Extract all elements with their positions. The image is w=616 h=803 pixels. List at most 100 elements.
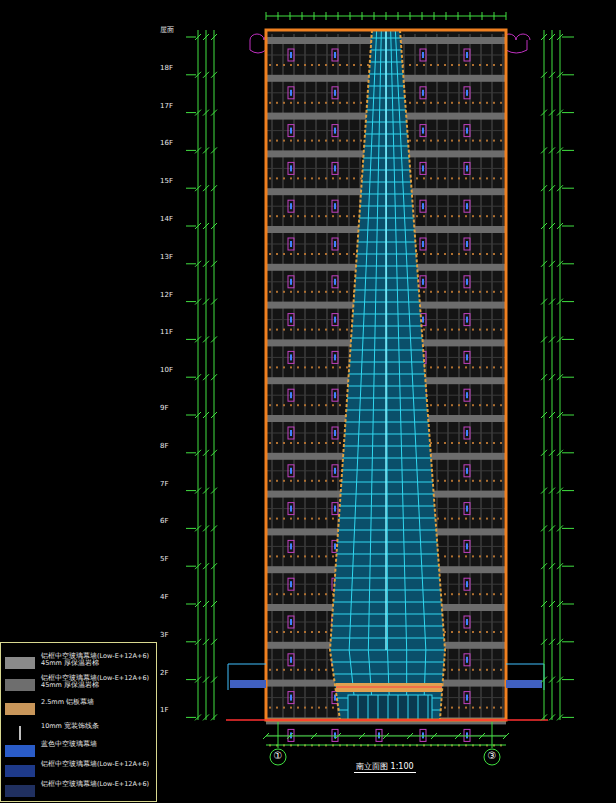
facade-dot bbox=[297, 480, 299, 482]
mullion bbox=[327, 34, 328, 720]
dimension-tick bbox=[211, 261, 217, 267]
facade-dot bbox=[472, 253, 474, 255]
window-marker bbox=[464, 238, 470, 250]
window-marker bbox=[464, 465, 470, 477]
facade-dot bbox=[451, 329, 453, 331]
dimension-tick bbox=[470, 12, 471, 20]
facade-dot bbox=[325, 253, 327, 255]
window-marker bbox=[466, 279, 468, 285]
facade-dot bbox=[325, 64, 327, 66]
facade-dot bbox=[276, 593, 278, 595]
facade-dot bbox=[444, 707, 446, 709]
entrance-mullion bbox=[388, 695, 389, 720]
facade-dot bbox=[269, 518, 271, 520]
facade-dot bbox=[479, 102, 481, 104]
window-marker bbox=[290, 392, 292, 398]
window-marker bbox=[466, 241, 468, 247]
level-mark bbox=[562, 679, 574, 680]
glass-grid bbox=[385, 30, 387, 650]
window-marker bbox=[290, 317, 292, 323]
facade-dot bbox=[318, 631, 320, 633]
facade-dot bbox=[304, 64, 306, 66]
dimension-tick bbox=[326, 12, 327, 20]
facade-dot bbox=[479, 442, 481, 444]
window-marker bbox=[420, 49, 426, 61]
facade-dot bbox=[486, 253, 488, 255]
dimension-tick bbox=[278, 12, 279, 20]
facade-dot bbox=[437, 404, 439, 406]
facade-dot bbox=[416, 140, 418, 142]
facade-dot bbox=[297, 518, 299, 520]
level-mark bbox=[562, 717, 574, 718]
facade-dot bbox=[493, 177, 495, 179]
level-mark bbox=[186, 226, 196, 227]
facade-dot bbox=[269, 442, 271, 444]
facade-dot bbox=[269, 366, 271, 368]
facade-dot bbox=[493, 64, 495, 66]
window-marker bbox=[332, 125, 338, 137]
facade-dot bbox=[311, 64, 313, 66]
window-marker bbox=[464, 125, 470, 137]
window-marker bbox=[288, 692, 294, 704]
facade-dot bbox=[493, 140, 495, 142]
facade-dot bbox=[311, 253, 313, 255]
window-marker bbox=[332, 276, 338, 288]
dimension-tick bbox=[263, 733, 269, 739]
facade-dot bbox=[423, 177, 425, 179]
window-marker bbox=[334, 90, 336, 96]
facade-dot bbox=[465, 291, 467, 293]
dimension-tick bbox=[541, 147, 547, 153]
facade-dot bbox=[465, 215, 467, 217]
facade-dot bbox=[332, 480, 334, 482]
facade-dot bbox=[465, 102, 467, 104]
level-label: 18F bbox=[160, 65, 173, 73]
legend-row: 2.5mm 铝板幕墙 bbox=[5, 699, 155, 721]
window-marker bbox=[464, 200, 470, 212]
facade-dot bbox=[325, 177, 327, 179]
facade-dot bbox=[290, 64, 292, 66]
window-marker bbox=[420, 162, 426, 174]
facade-dot bbox=[472, 707, 474, 709]
mullion bbox=[305, 34, 306, 720]
dimension-tick bbox=[541, 374, 547, 380]
window-marker bbox=[466, 543, 468, 549]
facade-dot bbox=[416, 64, 418, 66]
facade-dot bbox=[290, 404, 292, 406]
dimension-tick bbox=[549, 261, 555, 267]
podium bbox=[228, 664, 266, 690]
dimension-tick bbox=[359, 733, 365, 739]
level-mark bbox=[186, 679, 196, 680]
facade-dot bbox=[304, 366, 306, 368]
facade-dot bbox=[493, 480, 495, 482]
window-marker bbox=[422, 732, 424, 738]
window-marker bbox=[288, 49, 294, 61]
dimension-line bbox=[560, 30, 561, 720]
legend-row: 蓝色中空玻璃幕墙 bbox=[5, 741, 155, 763]
facade-dot bbox=[283, 329, 285, 331]
facade-dot bbox=[276, 102, 278, 104]
facade-dot bbox=[444, 404, 446, 406]
dimension-tick bbox=[541, 714, 547, 720]
facade-dot bbox=[332, 64, 334, 66]
facade-dot bbox=[465, 140, 467, 142]
window-marker bbox=[466, 732, 468, 738]
facade-dot bbox=[465, 480, 467, 482]
facade-dot bbox=[458, 593, 460, 595]
facade-dot bbox=[465, 366, 467, 368]
facade-dot bbox=[290, 669, 292, 671]
window-marker bbox=[466, 581, 468, 587]
facade-dot bbox=[304, 631, 306, 633]
facade-dot bbox=[458, 140, 460, 142]
level-mark bbox=[562, 490, 574, 491]
level-mark bbox=[562, 226, 574, 227]
dimension-tick bbox=[211, 412, 217, 418]
facade-dot bbox=[360, 177, 362, 179]
window-marker bbox=[420, 200, 426, 212]
facade-dot bbox=[493, 366, 495, 368]
level-mark bbox=[186, 566, 196, 567]
facade-dot bbox=[297, 404, 299, 406]
drawing-caption: 南立面图 1:100 bbox=[354, 763, 416, 773]
facade-dot bbox=[437, 329, 439, 331]
facade-dot bbox=[437, 291, 439, 293]
facade-dot bbox=[269, 631, 271, 633]
